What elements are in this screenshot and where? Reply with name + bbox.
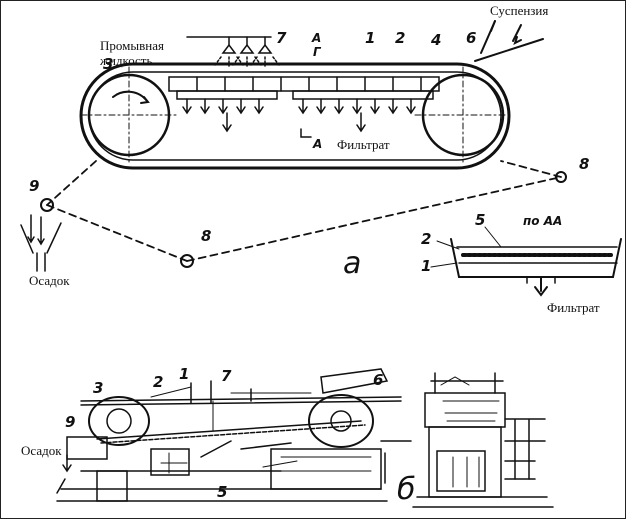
sediment-discharge [20, 214, 62, 272]
suspension-feed-6 [474, 20, 544, 62]
callout-b-1: 1 [179, 365, 190, 383]
callout-b-2: 2 [153, 373, 164, 391]
callout-7: 7 [276, 29, 287, 47]
tension-drum-4 [414, 66, 512, 164]
callout-2: 2 [395, 29, 406, 47]
equipment-end-view [412, 372, 554, 508]
callout-section-5: 5 [475, 211, 486, 229]
label-filtrate-top: Фильтрат [337, 137, 390, 152]
wash-spray-nozzles-7 [186, 36, 280, 67]
label-suspension: Суспензия [490, 3, 549, 18]
filtrate-drain-arrows [182, 98, 416, 133]
callout-b-3: 3 [93, 379, 104, 397]
equipment-side-view [56, 368, 412, 502]
callout-b-6: 6 [373, 371, 384, 389]
callout-9: 9 [29, 177, 40, 195]
callout-6: 6 [466, 29, 477, 47]
vacuum-chamber-row [168, 76, 440, 100]
callout-section-1: 1 [421, 257, 432, 275]
label-sediment-bottom: Осадок [21, 443, 62, 458]
label-wash-liquid-line2: жидкость [100, 53, 153, 68]
guide-roller-8-lower [180, 254, 194, 268]
label-wash-liquid-line1: Промывная [100, 38, 164, 53]
sediment-arrow-b [62, 454, 72, 473]
callout-4: 4 [431, 31, 442, 49]
callout-section-2: 2 [421, 230, 432, 248]
label-section-gamma: Г [313, 45, 321, 59]
callout-b-5: 5 [217, 483, 228, 501]
section-mark-aa [300, 128, 312, 138]
section-aa-leaders [430, 226, 502, 268]
callout-3: 3 [103, 55, 114, 73]
callout-8-lower: 8 [201, 227, 212, 245]
label-filtrate-section: Фильтрат [547, 300, 600, 315]
label-section-aa: по АА [523, 214, 563, 228]
label-sediment-top: Осадок [29, 273, 70, 288]
return-belt-dashed [46, 160, 562, 262]
label-view-b: б [397, 472, 416, 507]
guide-roller-9 [40, 198, 54, 212]
label-view-a: а [343, 246, 362, 281]
section-aa-tray [450, 238, 622, 297]
callout-8-right: 8 [579, 155, 590, 173]
label-section-a-bottom: А [313, 137, 323, 151]
callout-b-9: 9 [65, 413, 76, 431]
guide-roller-8-right [555, 171, 567, 183]
callout-b-7: 7 [221, 367, 232, 385]
label-section-a-top: А [312, 31, 322, 45]
drive-drum-3 [80, 66, 178, 164]
callout-1: 1 [365, 29, 376, 47]
